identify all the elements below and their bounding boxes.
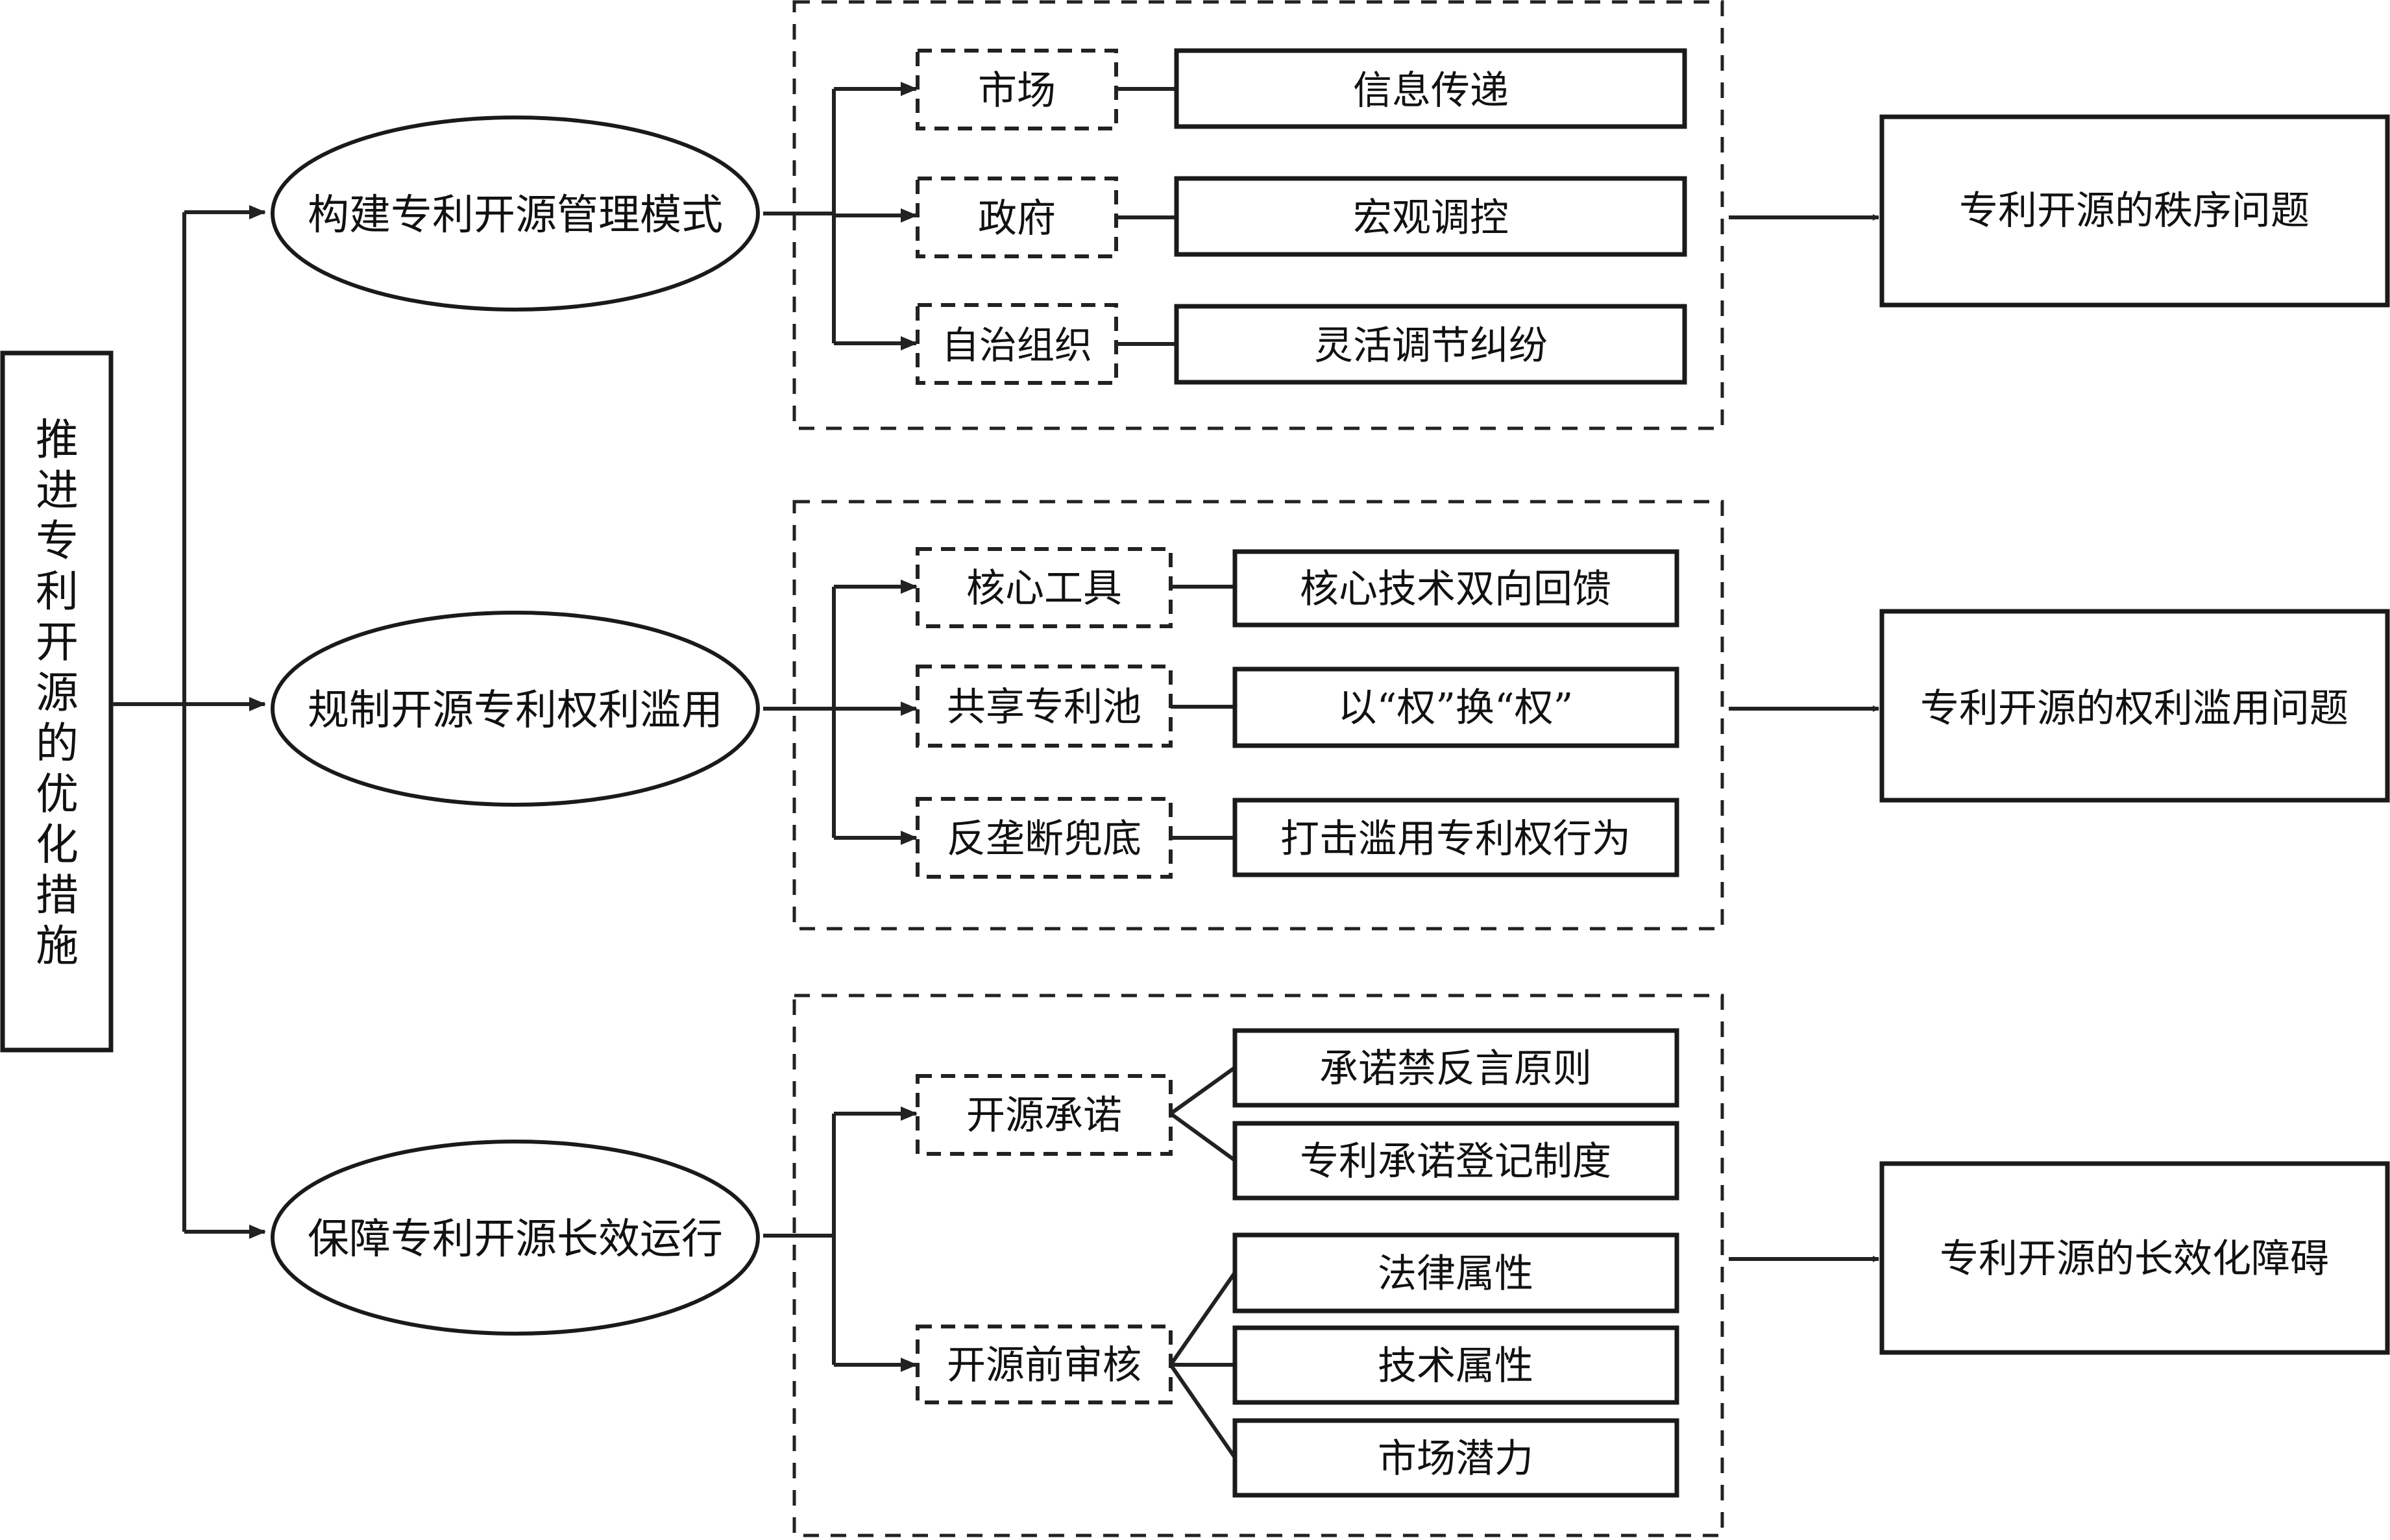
measure-2-container	[792, 500, 1724, 931]
measure-2: 规制开源专利权利滥用 核心工具 共享专利池 反垄断兜底 核心技术双向回馈 以“权…	[271, 500, 2390, 931]
problem-3-label: 专利开源的长效化障碍	[1940, 1236, 2329, 1282]
measure-2-label: 规制开源专利权利滥用	[308, 687, 723, 735]
problem-3-box	[1879, 1161, 2390, 1355]
item-1-3-label: 灵活调节纠纷	[1314, 323, 1548, 369]
group-3-2-label: 开源前审核	[947, 1343, 1141, 1388]
item-2-2-label: 以“权”换“权”	[1338, 685, 1574, 731]
item-3-2-1-label: 法律属性	[1378, 1251, 1533, 1297]
measure-3: 保障专利开源长效运行 开源承诺 开源前审核 承诺禁反言原则 专利承诺登记制度 法…	[271, 994, 2390, 1537]
group-2-3-label: 反垄断兜底	[947, 816, 1141, 862]
root-label-char: 利	[36, 567, 79, 617]
item-3-2-1-box	[1232, 1232, 1679, 1314]
measure-3-label: 保障专利开源长效运行	[308, 1216, 723, 1264]
measure-2-ellipse	[271, 611, 760, 807]
root-label-char: 优	[36, 769, 79, 819]
item-2-1-box	[1232, 549, 1679, 628]
item-1-1-label: 信息传递	[1353, 68, 1509, 114]
item-2-2-box	[1232, 666, 1679, 748]
item-3-2-2-box	[1232, 1325, 1679, 1405]
item-3-1-2-label: 专利承诺登记制度	[1300, 1139, 1611, 1184]
group-2-2-label: 共享专利池	[947, 685, 1141, 730]
root-label-char: 推	[36, 415, 79, 465]
group-1-3-label: 自治组织	[942, 323, 1092, 367]
problem-2-label: 专利开源的权利滥用问题	[1920, 686, 2348, 731]
measure-1: 构建专利开源管理模式 市场 政府 自治组织 信息传递 宏观调控 灵活调节纠纷 专…	[271, 0, 2390, 430]
problem-1-box	[1879, 114, 2390, 308]
item-3-1-2-box	[1232, 1121, 1679, 1201]
problem-1-label: 专利开源的秩序问题	[1959, 188, 2310, 234]
group-2-3-box	[916, 797, 1173, 879]
group-1-3-box	[916, 303, 1118, 385]
root-label-char: 专	[36, 516, 79, 566]
group-2-1-label: 核心工具	[966, 566, 1122, 611]
measure-1-label: 构建专利开源管理模式	[308, 191, 723, 239]
measure-1-ellipse	[271, 116, 760, 312]
fan-3-1-2	[1169, 1112, 1236, 1162]
item-1-2-box	[1174, 176, 1687, 257]
root-connectors	[112, 205, 266, 1239]
group-3-2-box	[916, 1325, 1173, 1404]
fan-3-2-1	[1169, 1271, 1237, 1366]
item-2-3-label: 打击滥用专利权行为	[1280, 816, 1631, 862]
item-3-2-3-box	[1232, 1418, 1679, 1498]
fan-3-2-3	[1169, 1363, 1237, 1459]
root-label-char: 开	[36, 617, 79, 667]
item-1-2-label: 宏观调控	[1353, 195, 1509, 241]
item-3-1-1-label: 承诺禁反言原则	[1319, 1046, 1592, 1092]
item-2-3-box	[1232, 798, 1679, 877]
measure-3-ellipse	[271, 1140, 760, 1336]
root-label: 推进专利开源的优化措施	[36, 415, 79, 971]
root-label-char: 源	[36, 668, 79, 718]
item-2-1-label: 核心技术双向回馈	[1300, 567, 1611, 612]
root-label-char: 化	[36, 820, 79, 870]
root-node: 推进专利开源的优化措施	[0, 350, 114, 1053]
group-1-1-box	[916, 49, 1118, 130]
fan-3-1-1	[1169, 1066, 1236, 1116]
item-3-1-1-box	[1232, 1028, 1679, 1108]
root-label-char: 的	[36, 718, 79, 768]
group-2-1-box	[916, 547, 1173, 628]
problem-2-box	[1879, 609, 2390, 803]
group-1-1-label: 市场	[978, 68, 1056, 114]
root-label-char: 进	[36, 465, 79, 515]
root-label-char: 施	[36, 921, 79, 971]
item-3-2-2-label: 技术属性	[1378, 1343, 1533, 1389]
root-label-char: 措	[36, 870, 79, 920]
group-3-1-label: 开源承诺	[966, 1093, 1122, 1138]
group-1-2-label: 政府	[978, 196, 1056, 241]
item-3-2-3-label: 市场潜力	[1378, 1436, 1533, 1482]
item-1-3-box	[1174, 304, 1687, 385]
measure-3-container	[792, 994, 1724, 1537]
item-1-1-box	[1174, 48, 1687, 129]
